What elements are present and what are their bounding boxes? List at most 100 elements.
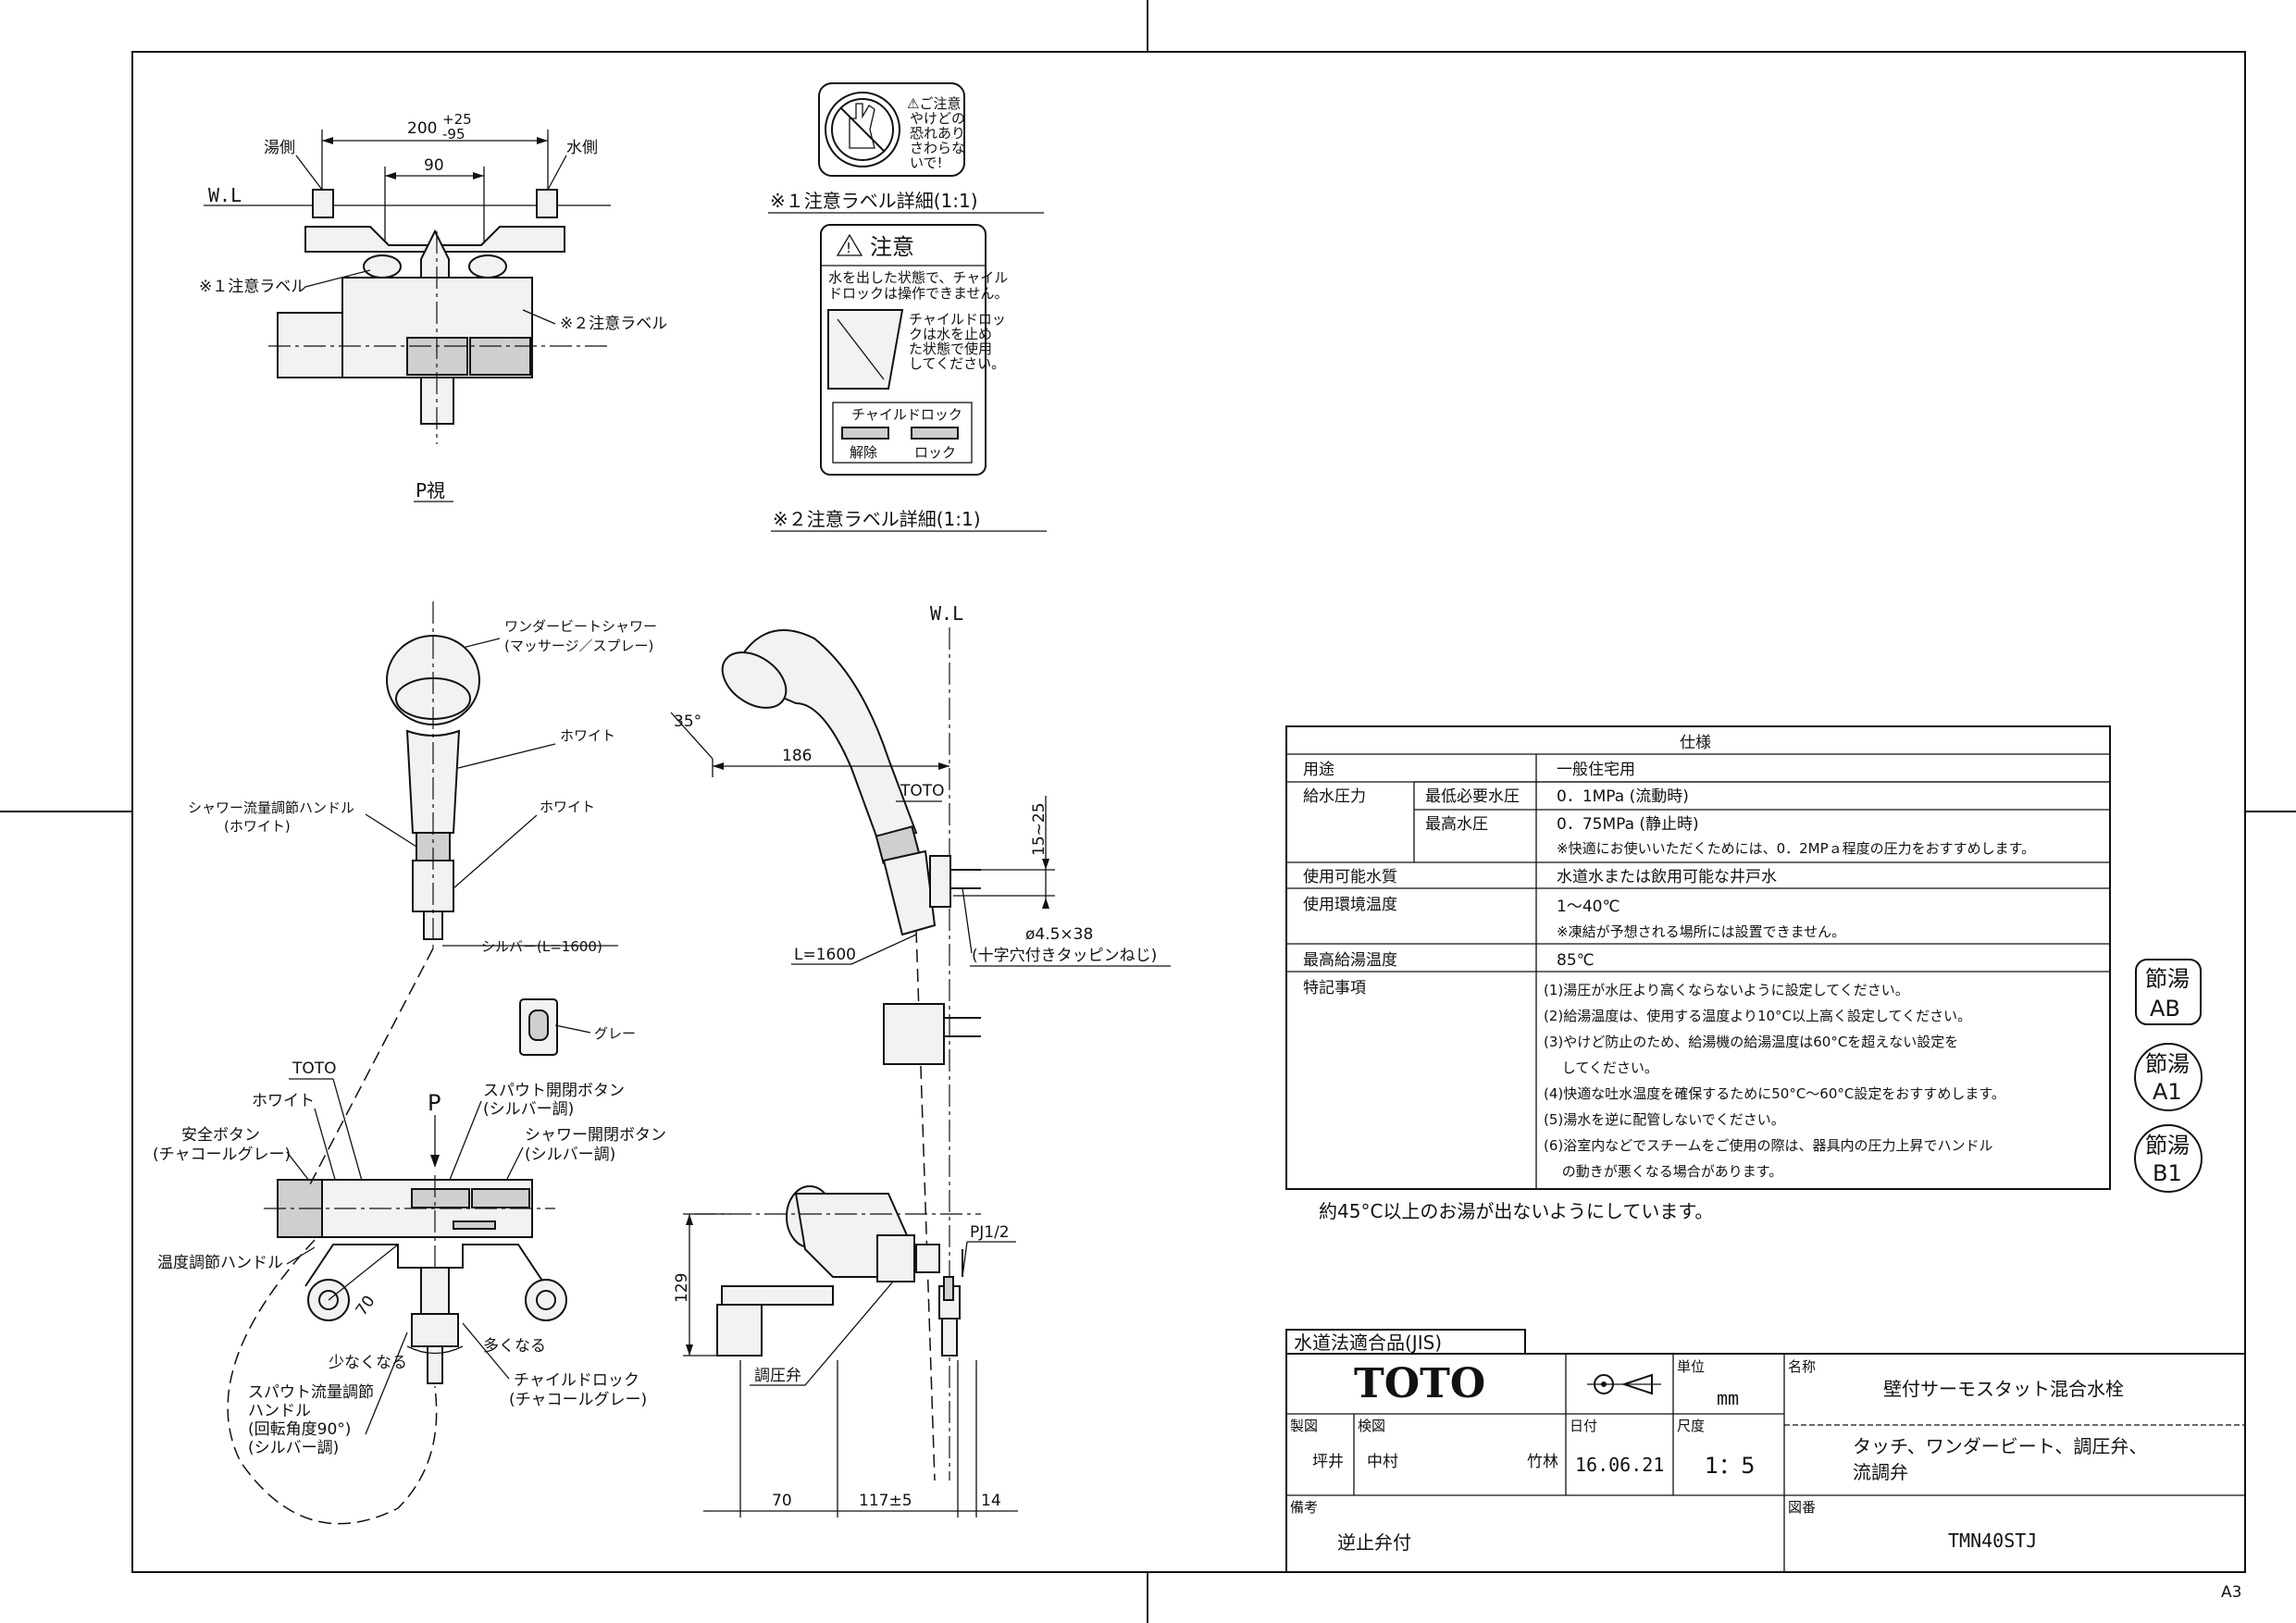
front-spout-flow-2: ハンドル — [248, 1402, 311, 1420]
wl-label: W.L — [208, 184, 242, 206]
product-name: 壁付サーモスタット混合水栓 — [1883, 1378, 2124, 1400]
remarks-label: 備考 — [1290, 1499, 1318, 1516]
caution-label-1: ⚠ご注意 やけどの 恐れあり さわらな いで! ※１注意ラベル詳細(1:1) — [768, 82, 1044, 214]
hot-side-label: 湯側 — [264, 139, 295, 157]
front-toto: TOTO — [292, 1059, 337, 1078]
spec-value-max: 0．75MPa (静止時) — [1557, 815, 1699, 834]
caution-label-2-note-1: チャイルドロッ — [909, 311, 1006, 328]
drawing-number: TMN40STJ — [1948, 1530, 2037, 1552]
spec-note-5: (5)湯水を逆に配管しないでください。 — [1544, 1111, 1785, 1128]
caution-label-2-title: 注意 — [870, 234, 914, 260]
spec-value-maxtemp: 85℃ — [1557, 951, 1595, 970]
side-screw: ø4.5×38 — [1025, 925, 1093, 944]
dim-tol-minus: -95 — [442, 126, 465, 142]
spec-value-min: 0．1MPa (流動時) — [1557, 787, 1689, 806]
spec-label-water: 使用可能水質 — [1303, 867, 1397, 886]
spec-value-use: 一般住宅用 — [1557, 761, 1635, 779]
shower-white-2: ホワイト — [540, 799, 595, 815]
side-view: W.L 35° 186 TOTO 15~25 L=1600 ø4.5×38 (十… — [670, 602, 1171, 1518]
shower-name: ワンダービートシャワー — [504, 618, 657, 635]
caution-label-2: ! 注意 水を出した状態で、チャイル ドロックは操作できません。 チャイルドロッ… — [771, 224, 1047, 532]
checked-label: 検図 — [1358, 1418, 1385, 1434]
unit-label: 単位 — [1677, 1358, 1705, 1375]
side-toto: TOTO — [900, 782, 945, 800]
holder-grey: グレー — [594, 1025, 636, 1042]
checked-by-1: 中村 — [1367, 1453, 1398, 1471]
spec-footnote: 約45°C以上のお湯が出ないようにしています。 — [1319, 1200, 1713, 1222]
spec-note-3: (3)やけど防止のため、給湯機の給湯温度は60°Cを超えない設定を — [1544, 1034, 1958, 1050]
side-dim-70: 70 — [772, 1492, 792, 1510]
front-dim-70: 70 — [353, 1293, 379, 1319]
spec-sub-min: 最低必要水圧 — [1425, 787, 1520, 806]
caution-label-2-line-2: ドロックは操作できません。 — [828, 285, 1009, 302]
spec-note-6: (6)浴室内などでスチームをご使用の際は、器具内の圧力上昇でハンドル — [1544, 1137, 1993, 1154]
side-angle: 35° — [674, 712, 701, 731]
dim-inner: 90 — [424, 156, 444, 175]
front-spout-flow-1: スパウト流量調節 — [248, 1383, 374, 1402]
front-flow-less: 少なくなる — [329, 1354, 407, 1372]
shower-white-1: ホワイト — [560, 727, 615, 744]
front-spout-flow-3: (回転角度90°) — [248, 1420, 351, 1439]
spec-value-env: 1～40℃ — [1557, 898, 1620, 916]
sheet-size: A3 — [2221, 1583, 2241, 1602]
dim-tol-plus: +25 — [442, 111, 472, 128]
spec-label-notes: 特記事項 — [1303, 979, 1366, 997]
svg-text:!: ! — [846, 240, 851, 256]
unit-value: mm — [1717, 1387, 1739, 1409]
side-pj: PJ1/2 — [970, 1223, 1010, 1242]
caution-label-1-caption: ※１注意ラベル詳細(1:1) — [770, 190, 978, 212]
spec-sub-max: 最高水圧 — [1425, 815, 1488, 834]
front-child-lock-color: (チャコールグレー) — [509, 1391, 647, 1409]
badge-b1-top: 節湯 — [2145, 1133, 2190, 1158]
child-lock-title: チャイルドロック — [851, 406, 962, 423]
badge-b1-bottom: B1 — [2153, 1160, 2182, 1186]
side-regulator: 調圧弁 — [754, 1367, 801, 1385]
spec-value-water: 水道水または飲用可能な井戸水 — [1557, 868, 1777, 886]
shower-hose-silver: シルバー(L=1600) — [481, 938, 602, 955]
side-screw-note: (十字穴付きタッピンねじ) — [972, 947, 1157, 965]
front-child-lock: チャイルドロック — [514, 1371, 639, 1390]
shower-flow-handle-color: (ホワイト) — [224, 818, 291, 835]
front-temp-handle: 温度調節ハンドル — [157, 1254, 283, 1272]
side-dim-15-25: 15~25 — [1030, 802, 1049, 856]
front-view: TOTO ホワイト 安全ボタン (チャコールグレー) P スパウト開閉ボタン (… — [153, 948, 666, 1525]
date-label: 日付 — [1570, 1418, 1597, 1434]
spec-label-pressure: 給水圧力 — [1303, 787, 1366, 806]
dim-total: 200 — [407, 119, 437, 138]
side-dim-129: 129 — [673, 1273, 691, 1303]
projection-symbol — [1587, 1373, 1661, 1395]
title-block: 水道法適合品(JIS) TOTO 単位 mm 名称 壁付サーモスタット混合水栓 … — [1285, 1329, 2246, 1573]
drawn-label: 製図 — [1290, 1418, 1318, 1434]
product-desc-2: 流調弁 — [1853, 1461, 1908, 1483]
spec-table: 仕様 用途 一般住宅用 給水圧力 最低必要水圧 0．1MPa (流動時) 最高水… — [1285, 725, 2111, 1222]
caution-label-1-line-1: ⚠ご注意 — [907, 95, 961, 112]
front-spout-flow-4: (シルバー調) — [248, 1439, 339, 1457]
jis-label: 水道法適合品(JIS) — [1294, 1332, 1442, 1354]
caution-label-1-line-4: さわらな — [910, 140, 965, 156]
spec-value-env-note: ※凍結が予想される場所には設置できません。 — [1557, 923, 1845, 940]
spec-title: 仕様 — [1680, 734, 1711, 752]
shower-view: ワンダービートシャワー (マッサージ／スプレー) ホワイト ホワイト シャワー流… — [188, 601, 657, 1056]
caution-label-2-caption: ※２注意ラベル詳細(1:1) — [773, 508, 981, 530]
child-lock-release: 解除 — [850, 444, 877, 461]
badge-ab-bottom: AB — [2150, 996, 2180, 1022]
caution-label-1-line-5: いで! — [910, 155, 943, 171]
product-desc-1: タッチ、ワンダービート、調圧弁、 — [1853, 1435, 2147, 1457]
view-label: P視 — [416, 479, 445, 502]
date-value: 16.06.21 — [1575, 1454, 1664, 1476]
water-saving-badges: 節湯 AB 節湯 A1 節湯 B1 — [2134, 959, 2203, 1193]
front-flow-more: 多くなる — [483, 1337, 546, 1356]
badge-a1-top: 節湯 — [2145, 1051, 2190, 1077]
scale-value: 1：5 — [1705, 1453, 1756, 1479]
front-safety: 安全ボタン — [181, 1126, 260, 1145]
front-view-arrow-label: P — [428, 1090, 441, 1116]
side-dim-14: 14 — [981, 1492, 1001, 1510]
front-safety-color: (チャコールグレー) — [153, 1146, 291, 1164]
spec-note-1: (1)湯圧が水圧より高くならないように設定してください。 — [1544, 982, 1909, 998]
front-white: ホワイト — [252, 1092, 315, 1110]
badge-a1-bottom: A1 — [2153, 1079, 2182, 1105]
front-shower-button: シャワー開閉ボタン — [525, 1126, 666, 1145]
badge-ab-top: 節湯 — [2145, 966, 2190, 992]
name-label: 名称 — [1788, 1358, 1816, 1375]
